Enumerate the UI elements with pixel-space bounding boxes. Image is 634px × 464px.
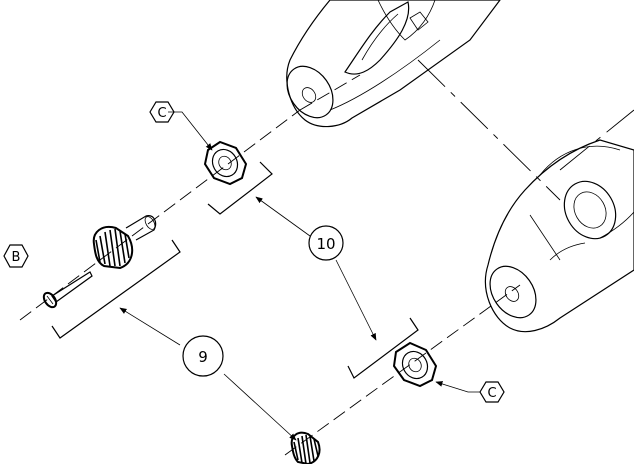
callout-c-top: C (149, 101, 175, 123)
item-balloon-9: 9 (182, 335, 224, 377)
callout-c-top-label: C (157, 106, 166, 121)
leader-lines (119, 111, 480, 441)
center-lines (19, 59, 634, 456)
callout-c-bottom: C (479, 381, 505, 403)
upper-nut-icon (203, 140, 248, 186)
lower-handle-body-icon (484, 139, 634, 333)
item-balloon-9-label: 9 (198, 348, 208, 366)
item-balloon-10: 10 (308, 225, 344, 261)
lower-nut-icon (392, 341, 438, 388)
screw-icon (42, 271, 93, 309)
upper-handle-body-icon (286, 0, 501, 128)
callout-b-label: B (12, 250, 21, 265)
callout-b: B (3, 244, 29, 268)
bracket-icon (51, 161, 419, 379)
left-knob-icon (92, 215, 157, 270)
item-balloon-10-label: 10 (316, 235, 335, 253)
bottom-knob-icon (290, 431, 321, 464)
callout-c-bottom-label: C (487, 386, 496, 401)
